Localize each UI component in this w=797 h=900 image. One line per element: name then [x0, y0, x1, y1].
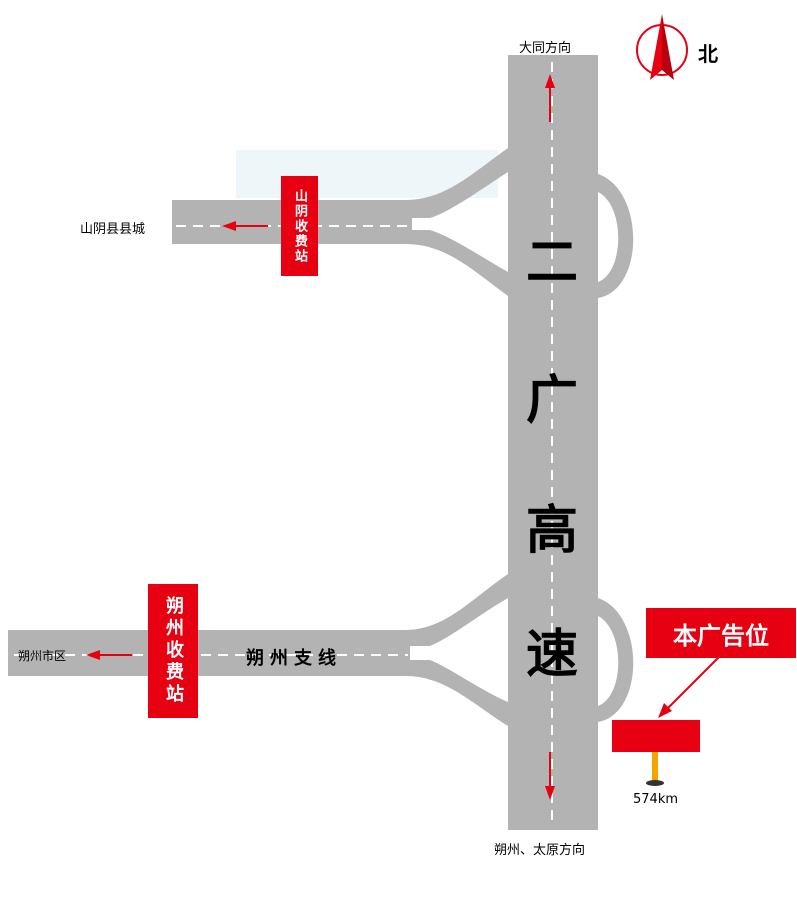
highway-name-char-4: 速 [525, 625, 578, 685]
compass-icon [636, 14, 688, 80]
lower-east-loop [598, 598, 634, 722]
south-destination-label: 朔州、太原方向 [494, 843, 586, 858]
branch-road-name: 朔州支线 [246, 648, 342, 669]
billboard-callout-label: 本广告位 [646, 608, 796, 658]
billboard-base [646, 780, 664, 786]
upper-east-loop [598, 174, 634, 298]
upper-west-arrow [222, 221, 268, 231]
lower-west-destination-label: 朔州市区 [18, 649, 67, 663]
highway-name-char-3: 高 [525, 501, 578, 561]
highway-name-char-1: 二 [525, 233, 578, 293]
callout-arrow [658, 655, 721, 718]
billboard-pole [652, 752, 658, 782]
north-destination-label: 大同方向 [519, 41, 572, 56]
shanyin-toll-station: 山阴收费站 [281, 176, 318, 276]
upper-west-destination-label: 山阴县县城 [80, 222, 146, 237]
lower-west-arrow [86, 650, 132, 660]
highway-name-char-2: 广 [525, 371, 578, 431]
south-arrow [545, 752, 555, 800]
upper-west-ramp [405, 148, 508, 296]
shuozhou-toll-station: 朔州收费站 [148, 584, 198, 718]
compass-north-label: 北 [698, 42, 718, 66]
north-arrow [545, 74, 555, 122]
lower-west-ramp [405, 574, 508, 726]
km-marker-label: 574km [633, 792, 679, 807]
billboard-sign [612, 720, 700, 752]
lower-branch-road [8, 630, 410, 676]
